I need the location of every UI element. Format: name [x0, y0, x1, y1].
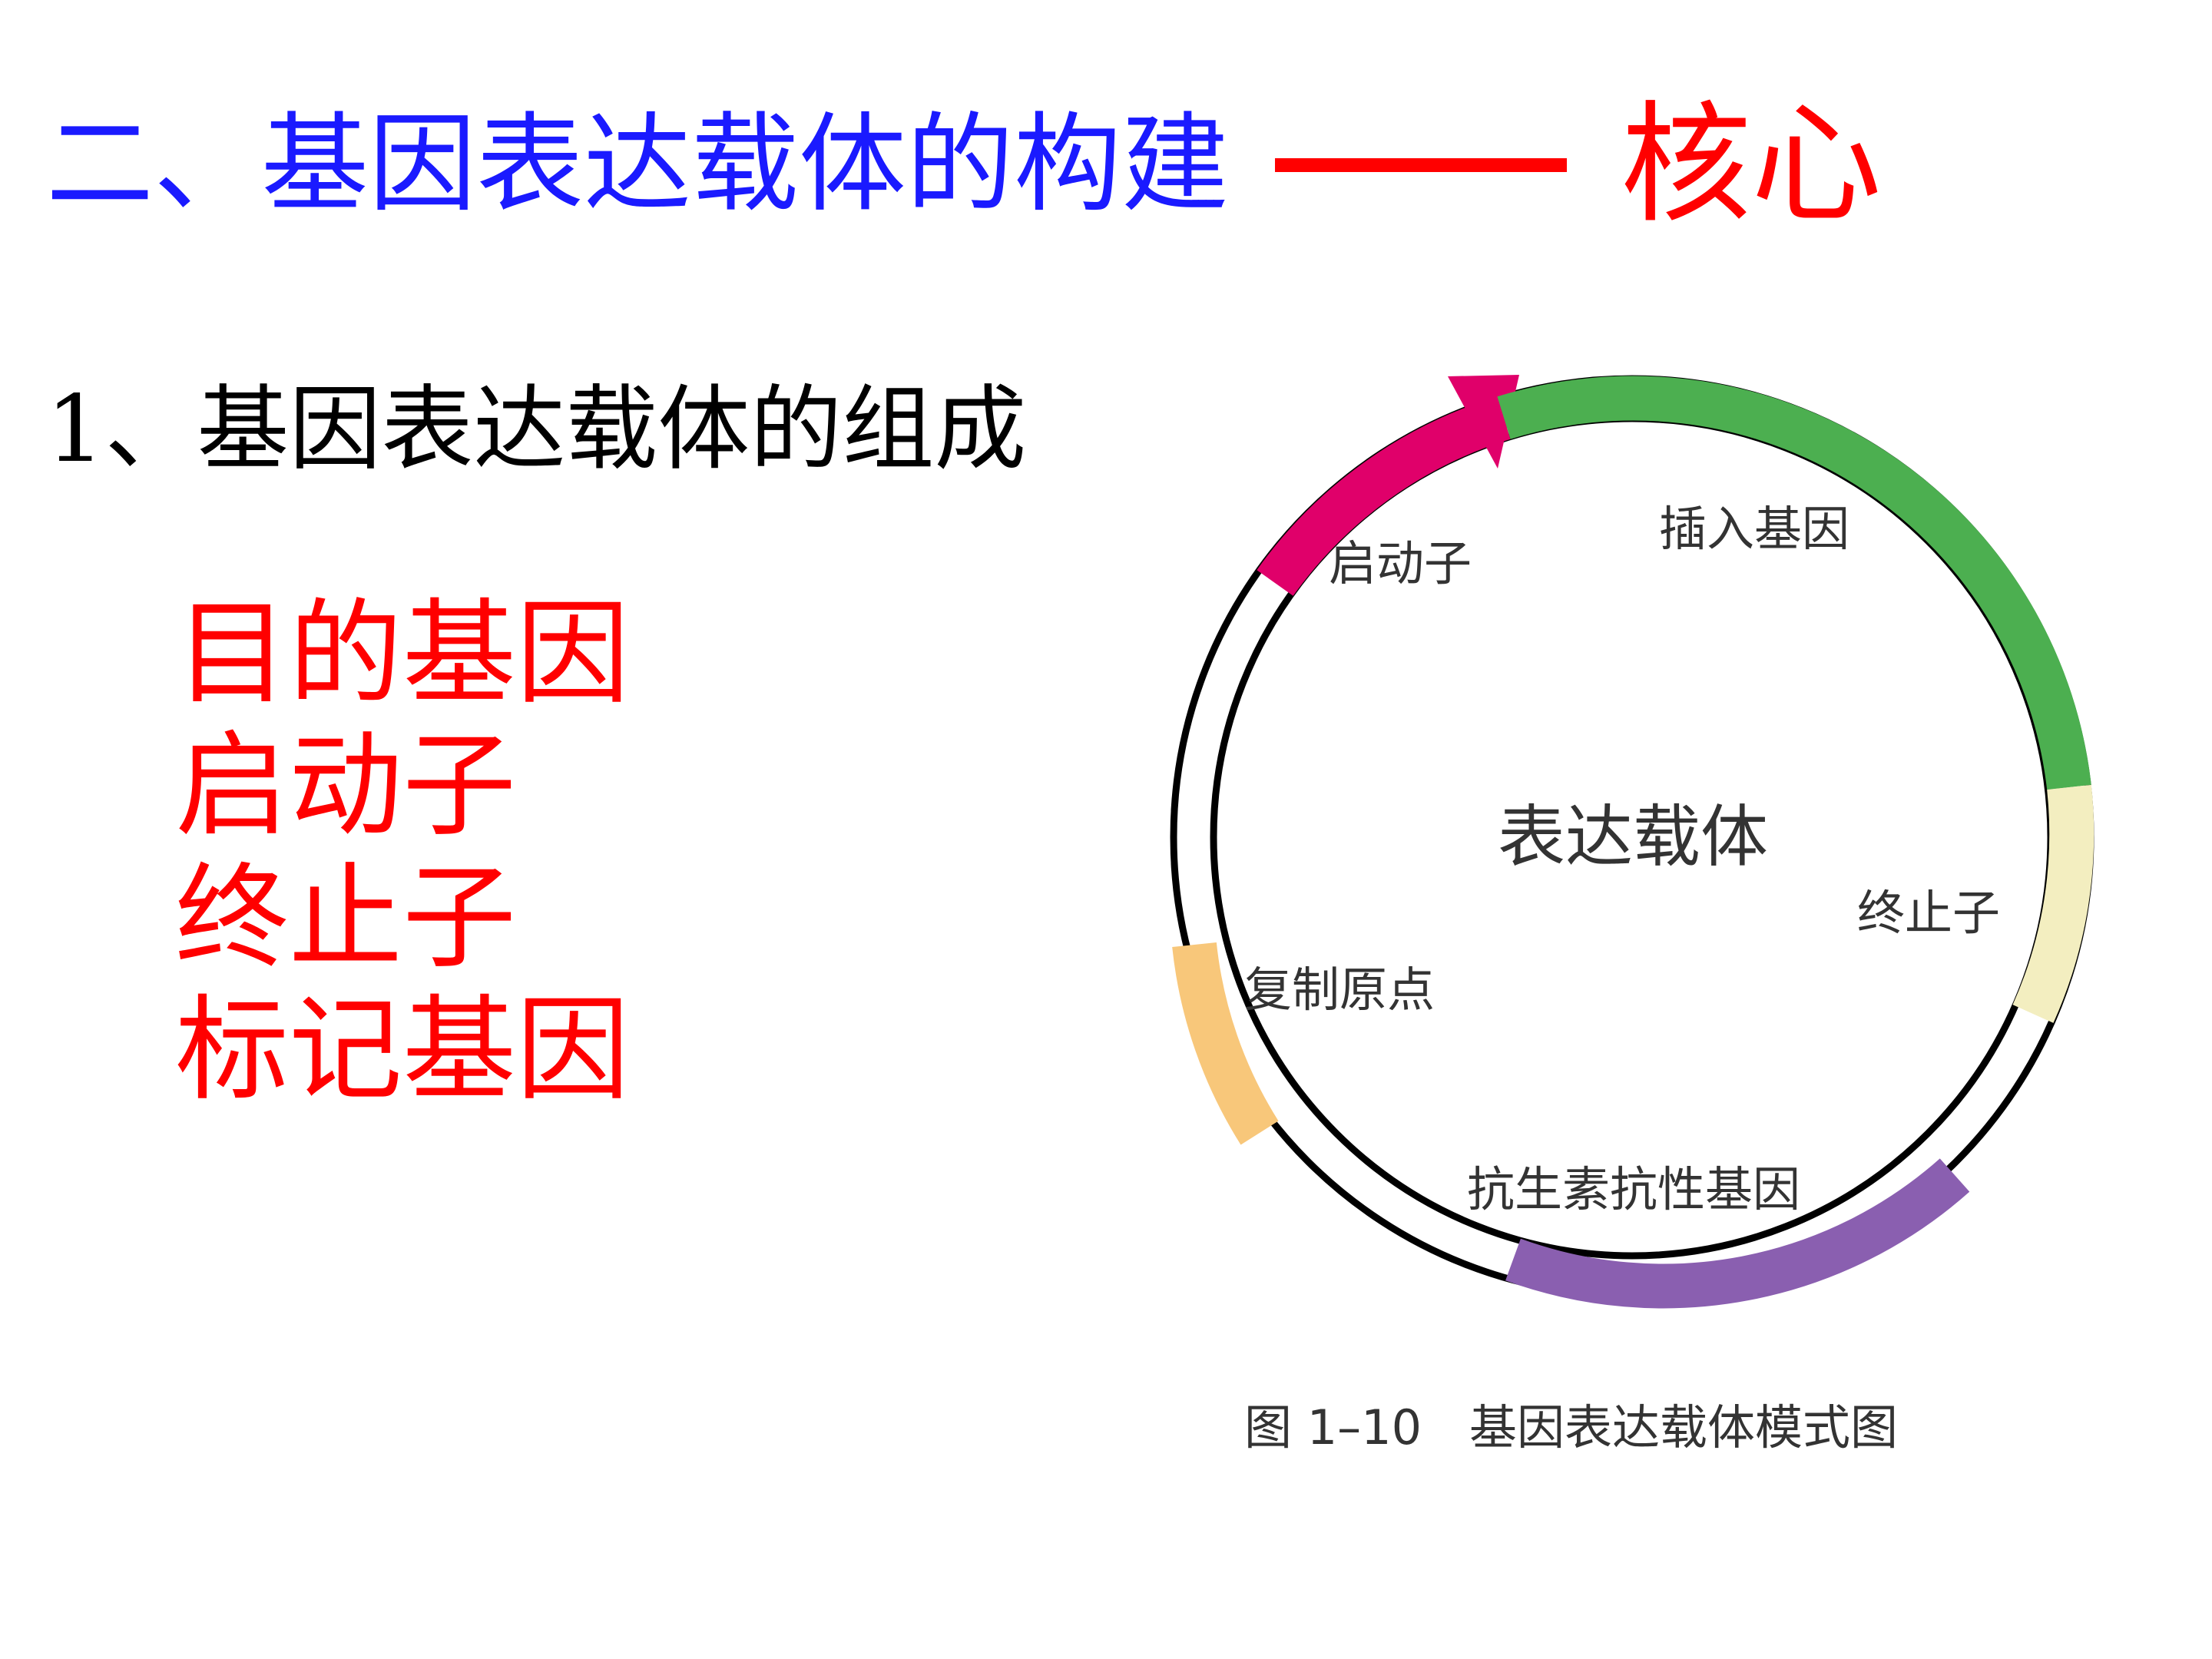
label-center: 表达载体	[1498, 797, 1768, 876]
component-item: 目的基因	[175, 588, 630, 720]
label-origin: 复制原点	[1244, 962, 1435, 1018]
component-item: 启动子	[175, 720, 516, 852]
label-terminator: 终止子	[1857, 885, 2000, 941]
vector-segments	[1172, 375, 2094, 1309]
section-heading: 1、基因表达载体的组成	[46, 376, 1027, 483]
segment-promoter	[1257, 396, 1511, 596]
slide-title: 二、基因表达载体的构建核心	[46, 100, 1882, 230]
segment-antibiotic-resistance	[1505, 1158, 1970, 1309]
segment-terminator	[2012, 784, 2094, 1023]
component-item: 标记基因	[175, 984, 630, 1116]
component-list: 目的基因 启动子 终止子 标记基因	[175, 588, 630, 1116]
segment-origin	[1172, 942, 1279, 1145]
label-promoter: 启动子	[1329, 535, 1472, 591]
label-antibiotic-resistance: 抗生素抗性基因	[1467, 1161, 1800, 1217]
diagram-caption: 图 1–10 基因表达载体模式图	[1244, 1399, 1898, 1455]
title-main: 二、基因表达载体的构建	[46, 102, 1230, 227]
label-inserted-gene: 插入基因	[1659, 501, 1849, 557]
title-dash	[1275, 158, 1568, 172]
component-item: 终止子	[175, 852, 516, 984]
segment-inserted-gene	[1497, 376, 2091, 790]
title-emphasis: 核心	[1621, 89, 1883, 241]
